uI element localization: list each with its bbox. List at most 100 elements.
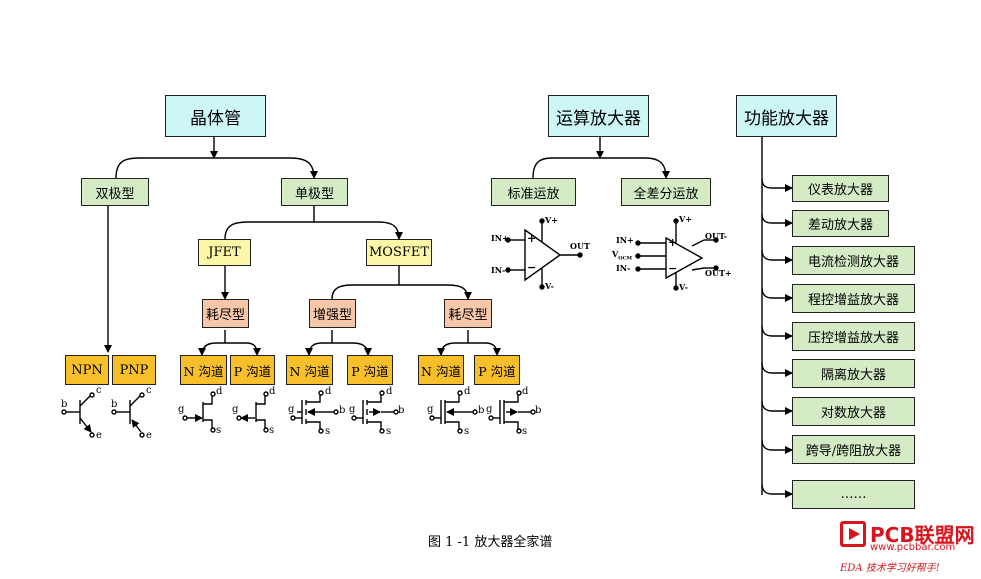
watermark-url: www.pcbbar.com: [870, 542, 956, 553]
dep-n-pin-b: b: [478, 405, 485, 416]
npn-pin-e: e: [96, 430, 102, 441]
jfet-p-channel-label: P 沟道: [233, 363, 272, 379]
jfet-p-channel-box: P 沟道: [230, 355, 275, 385]
std-out-label: OUT: [570, 241, 590, 251]
watermark-slogan: EDA 技术学习好帮手!: [840, 563, 940, 574]
jfet-n-symbol: [182, 391, 216, 433]
mosfet-box: MOSFET: [366, 239, 432, 266]
functional-item-label: ……: [840, 487, 867, 502]
jfet-label: JFET: [208, 245, 241, 260]
fd-vocm-label: VOCM: [612, 249, 632, 262]
enh-p-pin-d: d: [386, 386, 393, 397]
functional-root-label: 功能放大器: [744, 108, 829, 129]
unipolar-box: 单极型: [281, 178, 348, 206]
enh-p-pin-b: b: [398, 405, 405, 416]
dep-n-channel-label: N 沟道: [421, 363, 461, 379]
functional-item-label: 程控增益放大器: [807, 293, 899, 308]
functional-item-label: 跨导/跨阻放大器: [805, 444, 902, 459]
connector-unipolar-branch: [224, 221, 403, 240]
fd-plus-sign: +: [668, 236, 678, 249]
standard-opamp-symbol: [505, 218, 583, 290]
fully-differential-label: 全差分运放: [633, 186, 699, 202]
npn-pin-b: b: [61, 399, 68, 410]
pnp-box: PNP: [112, 355, 156, 385]
pnp-pin-c: c: [146, 385, 152, 396]
std-vplus-label: V+: [545, 215, 558, 225]
dep-p-pin-g: g: [486, 404, 493, 415]
functional-item-5: 压控增益放大器: [792, 322, 915, 351]
dep-p-pin-s: s: [522, 426, 528, 437]
watermark-name: PCB联盟网: [870, 523, 975, 547]
functional-item-label: 差动放大器: [807, 218, 873, 233]
jfet-n-pin-s: s: [216, 425, 222, 436]
functional-item-9: ……: [792, 480, 915, 509]
figure-caption: 图 1 -1 放大器全家谱: [428, 535, 553, 550]
dep-n-pin-s: s: [464, 426, 470, 437]
std-plus-sign: +: [527, 232, 537, 245]
functional-item-6: 隔离放大器: [792, 359, 915, 388]
std-vminus-label: V-: [545, 281, 554, 291]
fully-differential-opamp-symbol: [635, 218, 719, 291]
jfet-n-pin-d: d: [216, 386, 223, 397]
functional-item-1: 仪表放大器: [792, 175, 889, 202]
enh-p-channel-box: P 沟道: [347, 355, 393, 385]
mosfet-enh-n-symbol: [290, 390, 339, 434]
mosfet-enh-p-symbol: [351, 390, 399, 434]
dep-p-pin-d: d: [522, 386, 529, 397]
opamp-root-box: 运算放大器: [548, 95, 649, 137]
functional-root-box: 功能放大器: [736, 95, 837, 137]
mosfet-enhancement-label: 增强型: [312, 308, 352, 323]
enh-p-pin-s: s: [386, 426, 392, 437]
npn-label: NPN: [71, 362, 103, 378]
functional-item-label: 压控增益放大器: [807, 331, 899, 346]
enh-n-pin-d: d: [325, 386, 332, 397]
functional-item-label: 隔离放大器: [820, 368, 886, 383]
enh-p-pin-g: g: [349, 404, 356, 415]
functional-item-8: 跨导/跨阻放大器: [792, 435, 915, 464]
pnp-pin-b: b: [111, 399, 118, 410]
fd-outminus-label: OUT-: [705, 231, 727, 241]
std-inminus-label: IN-: [491, 265, 506, 275]
jfet-n-channel-label: N 沟道: [183, 363, 224, 379]
fd-outplus-label: OUT+: [705, 268, 732, 278]
functional-item-3: 电流检测放大器: [792, 246, 915, 275]
functional-item-label: 电流检测放大器: [807, 255, 899, 270]
connector-opamp-branch: [532, 157, 670, 179]
dep-n-pin-g: g: [427, 404, 434, 415]
fd-vplus-label: V+: [679, 214, 692, 224]
connector-mosfet-branch: [331, 284, 472, 300]
connector-root-branch: [115, 157, 318, 179]
connector-functional-item-9: [761, 483, 793, 498]
jfet-n-channel-box: N 沟道: [180, 355, 227, 385]
opamp-root-label: 运算放大器: [556, 108, 641, 129]
jfet-p-symbol: [236, 391, 269, 433]
functional-item-label: 对数放大器: [820, 406, 886, 421]
functional-item-2: 差动放大器: [792, 210, 889, 237]
pnp-pin-e: e: [146, 430, 152, 441]
mosfet-enhancement-box: 增强型: [309, 299, 356, 328]
standard-opamp-label: 标准运放: [507, 186, 560, 202]
npn-symbol: [61, 392, 95, 438]
enh-n-pin-s: s: [325, 426, 331, 437]
transistor-root-label: 晶体管: [190, 108, 241, 129]
enh-n-channel-label: N 沟道: [289, 363, 330, 379]
connector-enh-channels: [308, 330, 368, 355]
dep-n-channel-box: N 沟道: [418, 355, 464, 385]
npn-box: NPN: [65, 355, 109, 385]
bipolar-label: 双极型: [95, 186, 135, 202]
fd-inplus-label: IN+: [616, 235, 634, 245]
jfet-depletion-label: 耗尽型: [205, 308, 245, 323]
jfet-p-pin-g: g: [232, 404, 239, 415]
connector-dep-channels: [440, 330, 497, 355]
mosfet-depletion-label: 耗尽型: [448, 308, 488, 323]
connector-functional-item-1: [761, 178, 793, 192]
fd-vocm-sub: OCM: [618, 255, 633, 262]
mosfet-dep-p-symbol: [488, 390, 536, 434]
npn-pin-c: c: [96, 385, 102, 396]
connector-functional-item-7: [761, 400, 793, 415]
pnp-symbol: [111, 392, 145, 438]
jfet-n-pin-g: g: [178, 404, 185, 415]
watermark-logo: PCB联盟网 www.pcbbar.com EDA 技术学习好帮手!: [840, 519, 975, 575]
transistor-root-box: 晶体管: [165, 95, 266, 137]
